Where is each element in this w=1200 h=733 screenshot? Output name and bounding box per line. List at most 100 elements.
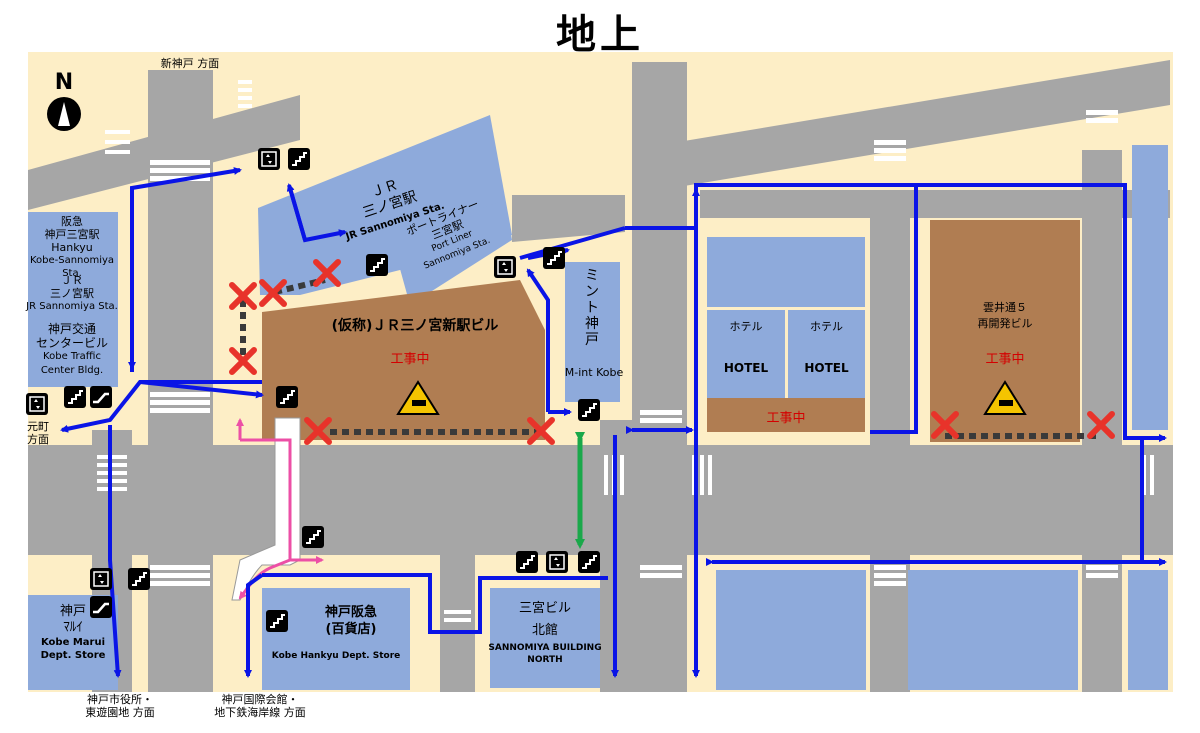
stairs-icon bbox=[516, 551, 538, 573]
label-line: Hankyu bbox=[51, 241, 93, 254]
label-line: (百貨店) bbox=[325, 622, 377, 637]
label-line: ＪＲ bbox=[61, 274, 83, 287]
direction-motomachi: 元町 方面 bbox=[18, 420, 58, 446]
buildings bbox=[28, 115, 1168, 690]
hotel3-block bbox=[788, 310, 865, 398]
hotel2-block bbox=[707, 310, 785, 398]
label-line: 東遊園地 方面 bbox=[85, 706, 155, 719]
closed-x-icon bbox=[1087, 411, 1115, 439]
closed-x-icon bbox=[229, 347, 257, 375]
hankyu-dept-block bbox=[262, 588, 410, 690]
label-line: ﾏﾙｲ bbox=[63, 620, 83, 635]
stairs-icon bbox=[366, 254, 388, 276]
north-indicator: N bbox=[46, 70, 82, 131]
hankyu-station-label: 阪急 神戸三宮駅 Hankyu Kobe-Sannomiya Sta. bbox=[22, 215, 122, 280]
road-bottom-mid bbox=[440, 555, 475, 692]
roads bbox=[28, 60, 1173, 692]
compass-arrow-icon bbox=[47, 97, 81, 131]
direction-intl-hall: 神戸国際会館・ 地下鉄海岸線 方面 bbox=[200, 693, 320, 719]
hotel2-en-label: HOTEL bbox=[804, 361, 849, 375]
bottom-block-2 bbox=[908, 570, 1078, 690]
kumoi-construction-status: 工事中 bbox=[985, 352, 1025, 367]
label-line: 神戸市役所・ bbox=[87, 693, 153, 706]
stairs-icon bbox=[276, 386, 298, 408]
portliner-block bbox=[392, 200, 512, 305]
label-line: Kobe Marui bbox=[40, 637, 106, 648]
page-title: 地上 bbox=[556, 12, 644, 58]
label-line: 阪急 bbox=[61, 215, 83, 228]
label-line: 方面 bbox=[27, 433, 49, 446]
elevator-icon bbox=[494, 256, 516, 278]
sannomiya-building-block bbox=[490, 588, 600, 688]
construction-areas bbox=[262, 220, 1080, 442]
hotel1-block bbox=[707, 237, 865, 307]
label-line: 三宮ビル bbox=[518, 601, 571, 616]
label-line: 雲井通５ bbox=[983, 301, 1027, 314]
label-line: Center Bldg. bbox=[40, 365, 104, 376]
new-jr-building-label: (仮称)ＪＲ三ノ宮新駅ビル bbox=[331, 318, 499, 334]
elevator-icon bbox=[546, 551, 568, 573]
construction-warning-icon bbox=[983, 380, 1027, 415]
closed-x-icon bbox=[931, 411, 959, 439]
road-east-vertical-1 bbox=[870, 190, 910, 445]
direction-shinkobe: 新神戸 方面 bbox=[160, 57, 220, 70]
construction-status: 工事中 bbox=[390, 352, 430, 367]
hotel-construction-site bbox=[707, 398, 865, 432]
direction-city-hall: 神戸市役所・ 東遊園地 方面 bbox=[70, 693, 170, 719]
new-jr-building-site bbox=[262, 280, 545, 440]
hotel2-jp-label: ホテル bbox=[810, 320, 843, 333]
bottom-block-1 bbox=[716, 570, 866, 690]
label-line: SANNOMIYA BUILDING bbox=[488, 643, 602, 653]
label-line: 神戸国際会館・ bbox=[221, 693, 299, 706]
hotel1-en-label: HOTEL bbox=[723, 361, 769, 375]
label-line: JR Sannomiya Sta. bbox=[26, 301, 118, 312]
label-line: 元町 bbox=[27, 420, 49, 433]
road-center-vertical bbox=[632, 62, 687, 692]
label-line: NORTH bbox=[527, 655, 563, 665]
jr-left-label: ＪＲ 三ノ宮駅 JR Sannomiya Sta. bbox=[22, 274, 122, 313]
closed-x-icon bbox=[259, 279, 287, 307]
traffic-center-label: 神戸交通 センタービル Kobe Traffic Center Bldg. bbox=[22, 322, 122, 378]
stairs-icon bbox=[266, 610, 288, 632]
kumoi-label: 雲井通５ 再開発ビル bbox=[930, 300, 1080, 332]
stairs-icon bbox=[302, 526, 324, 548]
label-line: 神戸三宮駅 bbox=[44, 228, 100, 241]
elevator-icon bbox=[258, 148, 280, 170]
elevator-icon bbox=[90, 568, 112, 590]
escalator-icon bbox=[90, 386, 112, 408]
stairs-icon bbox=[288, 148, 310, 170]
road-top-right bbox=[660, 60, 1170, 190]
stairs-icon bbox=[128, 568, 150, 590]
label-line: Kobe Traffic bbox=[43, 351, 101, 362]
label-line: Kobe-Sannomiya Sta. bbox=[29, 255, 115, 279]
hankyu-dept-label: 神戸阪急 (百貨店) bbox=[292, 604, 410, 638]
marui-label: 神戸 ﾏﾙｲ Kobe Marui Dept. Store bbox=[28, 604, 118, 662]
label-line: 神戸阪急 bbox=[324, 605, 377, 620]
elevator-icon bbox=[26, 393, 48, 415]
east-block bbox=[1132, 145, 1168, 430]
road-top-small bbox=[700, 190, 1170, 218]
mint-kobe-block bbox=[565, 262, 620, 402]
hotel-construction-status: 工事中 bbox=[766, 411, 806, 426]
bottom-block-3 bbox=[1128, 570, 1168, 690]
escalator-icon bbox=[90, 596, 112, 618]
sannomiya-building-label: 三宮ビル 北館 SANNOMIYA BUILDING NORTH bbox=[478, 598, 612, 666]
label-line: 神戸交通 bbox=[47, 322, 96, 336]
hankyu-station-block bbox=[28, 212, 118, 322]
mint-kobe-jp-label: ミント神戸 bbox=[585, 268, 599, 348]
hankyu-dept-en-label: Kobe Hankyu Dept. Store bbox=[271, 651, 401, 661]
crosswalks bbox=[97, 80, 1154, 622]
construction-warning-icon bbox=[396, 380, 440, 415]
closed-markers bbox=[229, 259, 1115, 445]
traffic-center-block bbox=[28, 322, 118, 387]
closed-x-icon bbox=[304, 417, 332, 445]
label-line: 神戸 bbox=[59, 604, 86, 619]
label-line: Dept. Store bbox=[40, 650, 106, 661]
stairs-icon bbox=[543, 247, 565, 269]
stairs-icon bbox=[64, 386, 86, 408]
closed-x-icon bbox=[527, 417, 555, 445]
north-label: N bbox=[54, 70, 74, 95]
stairs-icon bbox=[578, 551, 600, 573]
label-line: 三ノ宮駅 bbox=[50, 287, 94, 300]
